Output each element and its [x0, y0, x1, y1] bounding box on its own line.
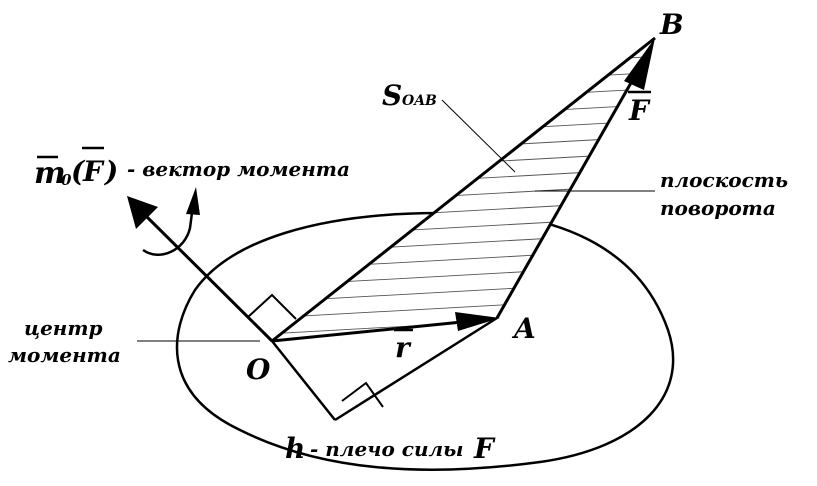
moment-arrowhead	[127, 196, 158, 229]
label-point-a: A	[511, 312, 536, 345]
side-ob	[271, 36, 656, 343]
label-arm-description: - плечо силы	[310, 437, 463, 461]
rotation-sense-arrow	[142, 204, 195, 256]
label-moment-open: (	[71, 155, 86, 188]
area-leader-line	[441, 99, 516, 173]
rotation-arrowhead	[186, 187, 200, 215]
label-moment-description: - вектор момента	[127, 157, 350, 181]
label-point-o: O	[246, 353, 271, 386]
label-force: F	[628, 94, 651, 127]
label-arm-f: F	[473, 432, 496, 465]
arm-line-h	[271, 340, 336, 421]
force-arrowhead	[624, 38, 655, 90]
side-ab-force-line	[495, 59, 646, 319]
label-center-line2: момента	[8, 343, 121, 367]
right-angle-marker-arm	[341, 381, 384, 408]
force-line-extension	[334, 316, 498, 422]
label-moment-close: )	[103, 155, 118, 188]
label-radius: r	[395, 331, 412, 364]
label-moment-m: m	[34, 156, 66, 191]
label-area: S	[382, 79, 402, 112]
label-moment-f: F	[82, 155, 105, 188]
radius-vector-r	[271, 320, 463, 343]
label-plane-line2: поворота	[660, 196, 776, 220]
label-arm-h: h	[285, 432, 305, 465]
label-moment-subscript: 0	[61, 171, 72, 189]
label-plane-line1: плоскость	[660, 168, 788, 192]
rotation-plane-ellipse	[175, 211, 675, 471]
right-angle-marker-moment	[247, 293, 297, 320]
label-point-b: B	[659, 8, 684, 41]
label-area-subscript: OAB	[402, 93, 437, 109]
radius-arrowhead	[455, 312, 500, 331]
label-center-line1: центр	[24, 316, 103, 340]
moment-vector	[141, 211, 274, 343]
